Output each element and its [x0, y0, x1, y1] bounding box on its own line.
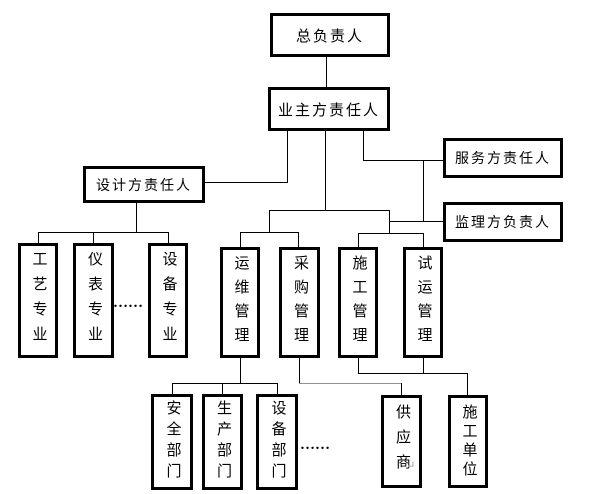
- paragraph-mark: ↵: [406, 460, 416, 472]
- connector-owner-design-v: [287, 131, 288, 182]
- node-label: 工艺专业: [30, 250, 47, 351]
- connector-contractor-h: [358, 373, 468, 374]
- node-production-department: 生产部门: [202, 394, 243, 490]
- ellipsis-departments: ……: [300, 437, 330, 453]
- node-label: 试运管理: [415, 254, 432, 351]
- connector-service-supervision-v: [423, 160, 424, 222]
- connector-supplier-drop: [401, 383, 402, 395]
- connector-bus-right-v: [389, 210, 390, 233]
- node-design-party: 设计方责任人: [83, 166, 205, 203]
- node-construction-management: 施工管理: [338, 247, 378, 358]
- connector-design-v: [136, 203, 137, 232]
- connector-left-pair-bus: [240, 232, 299, 233]
- node-label: 采购管理: [292, 254, 308, 351]
- connector-procurement-down: [299, 358, 300, 383]
- connector-trialrun-drop: [423, 233, 424, 247]
- node-equipment-department: 设备部门: [256, 394, 298, 490]
- node-supplier: 供应商: [381, 395, 422, 488]
- node-equipment-specialty: 设备专业: [148, 243, 188, 358]
- node-safety-department: 安全部门: [151, 394, 193, 490]
- connector-supplier-h: [299, 383, 402, 384]
- node-trial-run-management: 试运管理: [403, 247, 443, 358]
- connector-supervision-h: [389, 221, 443, 222]
- node-label: 运维管理: [232, 254, 249, 351]
- node-label: 设备部门: [269, 400, 286, 484]
- connector-department-bus: [172, 383, 278, 384]
- node-service-party: 服务方责任人: [443, 138, 563, 178]
- node-instrument-specialty: 仪表专业: [73, 243, 114, 358]
- connector-owner-center-v: [325, 131, 326, 210]
- node-label: 施工管理: [350, 254, 367, 351]
- connector-om-drop: [240, 232, 241, 247]
- connector-instrument-drop: [93, 232, 94, 243]
- connector-contractor-drop: [467, 373, 468, 395]
- connector-safety-drop: [172, 383, 173, 394]
- node-label: 仪表专业: [86, 250, 102, 351]
- connector-equipment-drop: [168, 232, 169, 243]
- node-label: 供应商: [394, 404, 410, 479]
- node-label: 生产部门: [215, 400, 231, 484]
- node-supervision-party: 监理方负责人: [443, 202, 563, 242]
- node-label: 施工单位: [460, 403, 477, 480]
- connector-production-drop: [222, 383, 223, 394]
- connector-om-down: [240, 358, 241, 383]
- connector-root-owner: [326, 57, 327, 87]
- node-om-management: 运维管理: [220, 247, 260, 358]
- node-construction-unit: 施工单位: [448, 395, 488, 488]
- node-process-specialty: 工艺专业: [18, 243, 58, 358]
- connector-specialty-bus: [38, 232, 169, 233]
- node-general-director: 总负责人: [270, 13, 390, 57]
- connector-equipment-dept-drop: [277, 383, 278, 394]
- connector-owner-design-h: [205, 182, 288, 183]
- node-label: 设备专业: [160, 250, 177, 351]
- connector-construction-down: [358, 358, 359, 373]
- connector-construction-drop: [358, 233, 359, 247]
- node-procurement-management: 采购管理: [279, 247, 320, 358]
- connector-procurement-drop: [298, 232, 299, 247]
- connector-trialrun-down: [423, 358, 424, 373]
- connector-process-drop: [38, 232, 39, 243]
- connector-owner-service-v: [363, 131, 364, 161]
- ellipsis-specialties: ……: [113, 295, 143, 311]
- node-label: 安全部门: [164, 400, 181, 484]
- connector-bus-left-v: [269, 210, 270, 232]
- connector-right-pair-bus: [358, 233, 424, 234]
- node-owner-representative: 业主方责任人: [268, 87, 390, 131]
- connector-owner-service-h: [363, 160, 443, 161]
- connector-main-bus: [269, 210, 390, 211]
